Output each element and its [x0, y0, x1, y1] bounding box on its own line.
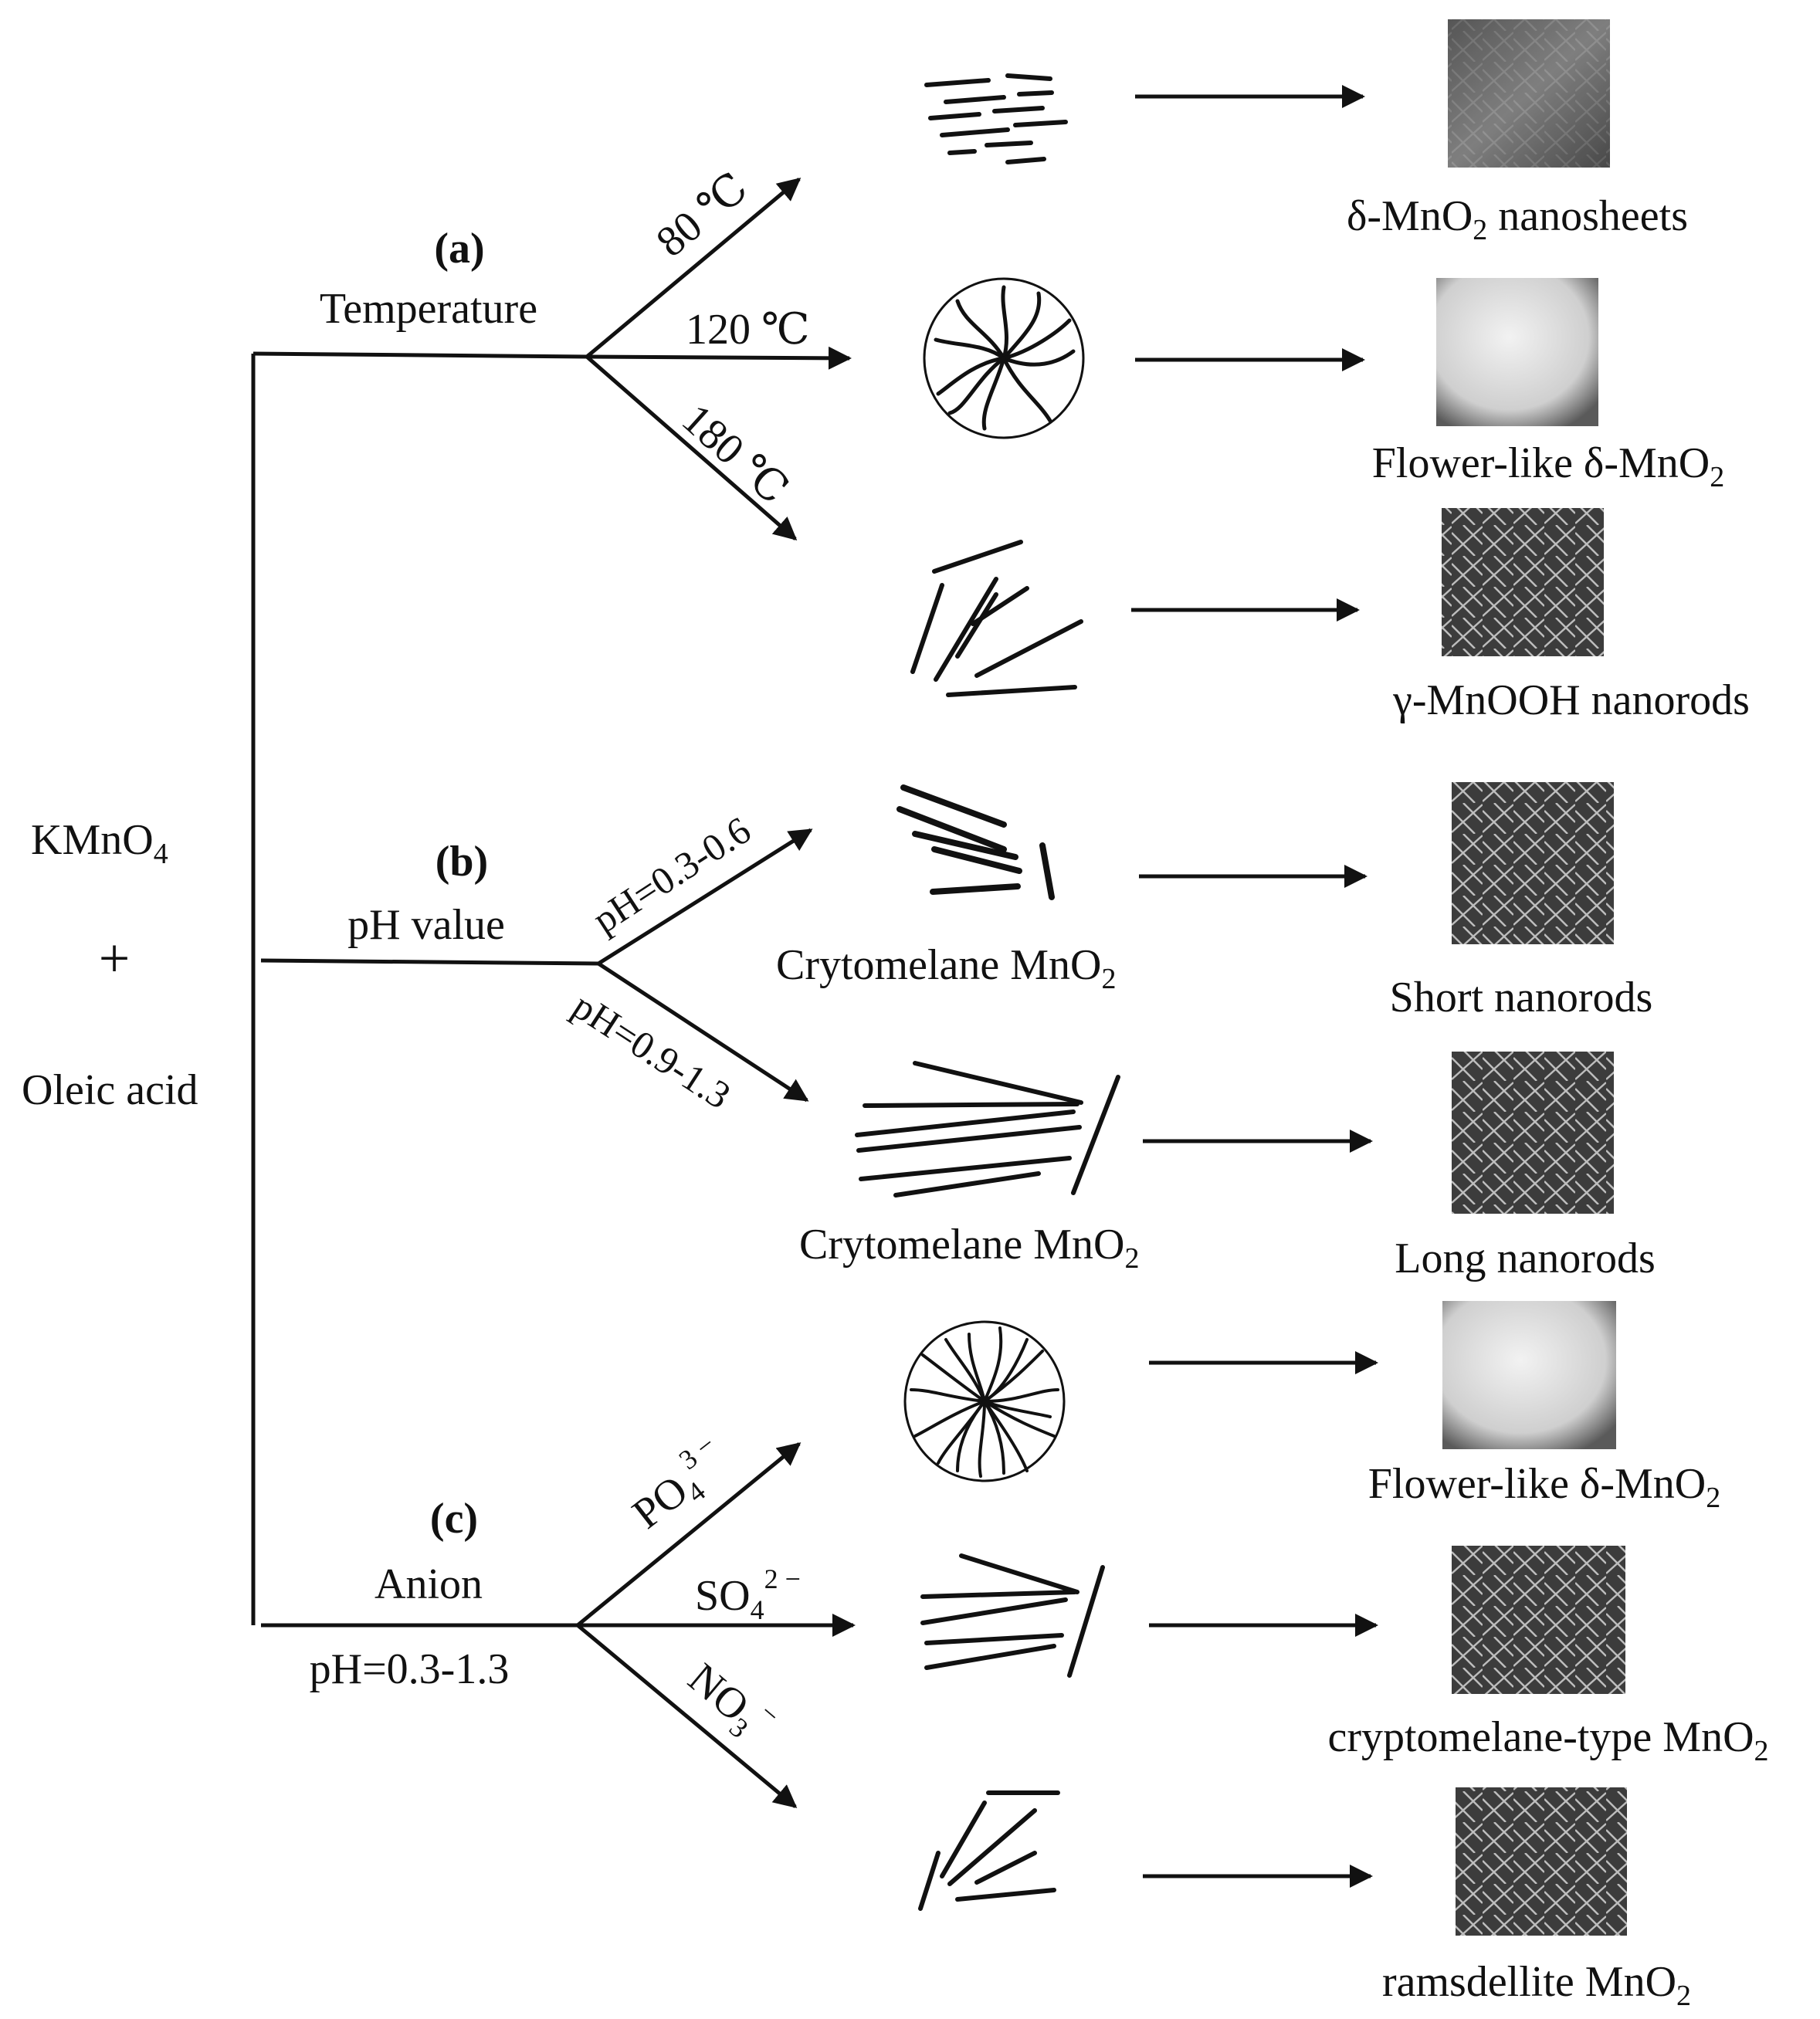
condition-no3: NO3−	[676, 1648, 786, 1754]
sketch-ramsdellite	[918, 1790, 1060, 1911]
condition-180c: 180 ℃	[673, 395, 797, 514]
reactant-kmno4: KMnO4	[31, 816, 168, 870]
branch-a-letter: (a)	[434, 225, 484, 273]
arrow-180c	[585, 355, 798, 540]
branch-b-line	[260, 958, 599, 966]
branch-b-arrows	[597, 828, 813, 1103]
branch-a-arrows	[585, 178, 852, 540]
sem-image-8	[1456, 1787, 1627, 1936]
condition-ph-low: pH=0.3-0.6	[585, 808, 757, 941]
sem-image-6	[1442, 1301, 1616, 1449]
product-label-5: Long nanorods	[1395, 1235, 1656, 1282]
branch-c-letter: (c)	[430, 1495, 478, 1543]
tree-lines	[251, 351, 599, 1628]
branch-c-sublabel: pH=0.3-1.3	[310, 1645, 510, 1693]
sketch-long-nanorods	[855, 1061, 1120, 1198]
plus-sign: +	[99, 927, 130, 989]
branch-c-label: Anion	[375, 1560, 483, 1608]
arrow-ph-high	[597, 961, 809, 1103]
condition-so4: SO42 −	[695, 1563, 801, 1625]
condition-120c: 120 ℃	[686, 306, 810, 354]
sketch-nanosheets	[924, 73, 1068, 164]
reactant-oleic-acid: Oleic acid	[22, 1066, 198, 1114]
sketch-nanorods-gamma	[910, 540, 1083, 697]
product-label-3: γ-MnOOH nanorods	[1392, 676, 1750, 724]
product-arrows	[1131, 85, 1378, 1888]
product-label-2: Flower-like δ-MnO2	[1372, 439, 1724, 493]
sem-image-3	[1442, 508, 1604, 656]
branch-b-letter: (b)	[436, 838, 488, 886]
arrow-80c	[585, 178, 802, 358]
sem-image-1	[1448, 19, 1610, 168]
condition-po4: PO43 −	[619, 1428, 740, 1542]
product-label-6: Flower-like δ-MnO2	[1368, 1460, 1720, 1514]
sketch-flower-2	[903, 1320, 1066, 1482]
product-label-8: ramsdellite MnO2	[1382, 1958, 1691, 2012]
branch-a-label: Temperature	[320, 285, 537, 333]
product-label-4: Short nanorods	[1390, 974, 1653, 1021]
sketch-cryptomelane-nanorods	[920, 1553, 1105, 1678]
branch-b-label: pH value	[347, 901, 505, 949]
middle-label-crytomelane-1: Crytomelane MnO2	[776, 941, 1116, 995]
middle-label-crytomelane-2: Crytomelane MnO2	[799, 1221, 1139, 1275]
sketch-short-nanorods	[896, 784, 1055, 900]
sketch-flower-1	[923, 277, 1085, 439]
branch-a-line	[252, 351, 588, 359]
sem-image-5	[1452, 1052, 1614, 1214]
arrow-no3	[576, 1624, 798, 1808]
sem-image-7	[1452, 1546, 1625, 1694]
condition-ph-high: pH=0.9-1.3	[565, 984, 738, 1117]
condition-80c: 80 ℃	[648, 164, 757, 266]
sem-image-2	[1436, 278, 1598, 426]
arrow-po4	[576, 1442, 802, 1627]
product-label-7: cryptomelane-type MnO2	[1327, 1713, 1768, 1767]
sem-image-4	[1452, 782, 1614, 944]
branch-c-arrows	[576, 1442, 856, 1808]
product-label-1: δ-MnO2 nanosheets	[1347, 192, 1688, 246]
arrow-ph-low	[597, 828, 813, 966]
arrow-120c	[586, 346, 852, 370]
